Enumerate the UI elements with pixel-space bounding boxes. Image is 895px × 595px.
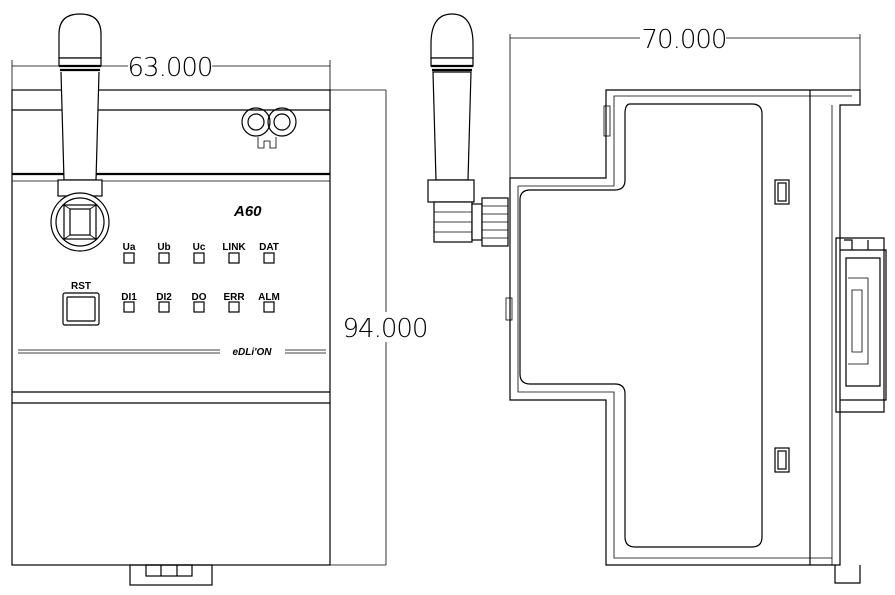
led-ub [158, 252, 170, 264]
indicator-row-2: DI1 DI2 DO ERR ALM [121, 292, 280, 313]
side-view: 70.000 [427, 13, 887, 584]
indicator-label-do: DO [192, 292, 207, 303]
indicator-label-di1: DI1 [121, 292, 137, 303]
side-housing [509, 89, 861, 566]
antenna-front-icon [50, 13, 110, 252]
height-dimension: 94.000 [330, 89, 428, 566]
indicator-label-ua: Ua [123, 242, 136, 253]
indicator-label-alm: ALM [258, 292, 280, 303]
indicator-row-1: Ua Ub Uc LINK DAT [123, 242, 279, 264]
logo-mark-icon [241, 107, 297, 149]
led-alm [263, 301, 275, 313]
width-dimension-value: 63.000 [128, 53, 213, 83]
brand-label: eDLi'ON [232, 347, 272, 358]
side-slot-lower [774, 447, 790, 473]
brand-strip: eDLi'ON [18, 347, 326, 358]
model-label: A60 [233, 203, 262, 220]
indicator-label-uc: Uc [193, 242, 206, 253]
led-uc [193, 252, 205, 264]
led-err [228, 301, 240, 313]
indicator-label-link: LINK [222, 242, 246, 253]
led-link [228, 252, 240, 264]
antenna-side-icon [427, 13, 509, 247]
indicator-label-dat: DAT [259, 242, 279, 253]
led-di2 [158, 301, 170, 313]
led-ua [123, 252, 135, 264]
din-rail-clip [835, 237, 887, 413]
led-dat [263, 252, 275, 264]
side-foot [834, 565, 861, 584]
reset-button: RST [62, 281, 100, 326]
front-view: 63.000 94.000 [11, 13, 428, 586]
led-do [193, 301, 205, 313]
depth-dimension-value: 70.000 [642, 25, 727, 55]
indicator-label-di2: DI2 [156, 292, 172, 303]
led-di1 [123, 301, 135, 313]
indicator-label-ub: Ub [157, 242, 170, 253]
side-slot-upper [774, 179, 790, 205]
height-dimension-value: 94.000 [343, 314, 428, 344]
depth-dimension: 70.000 [509, 24, 861, 178]
width-dimension: 63.000 [11, 52, 331, 90]
reset-button-label: RST [71, 281, 91, 292]
bottom-connector [129, 564, 213, 586]
indicator-label-err: ERR [223, 292, 245, 303]
front-housing [11, 89, 331, 566]
